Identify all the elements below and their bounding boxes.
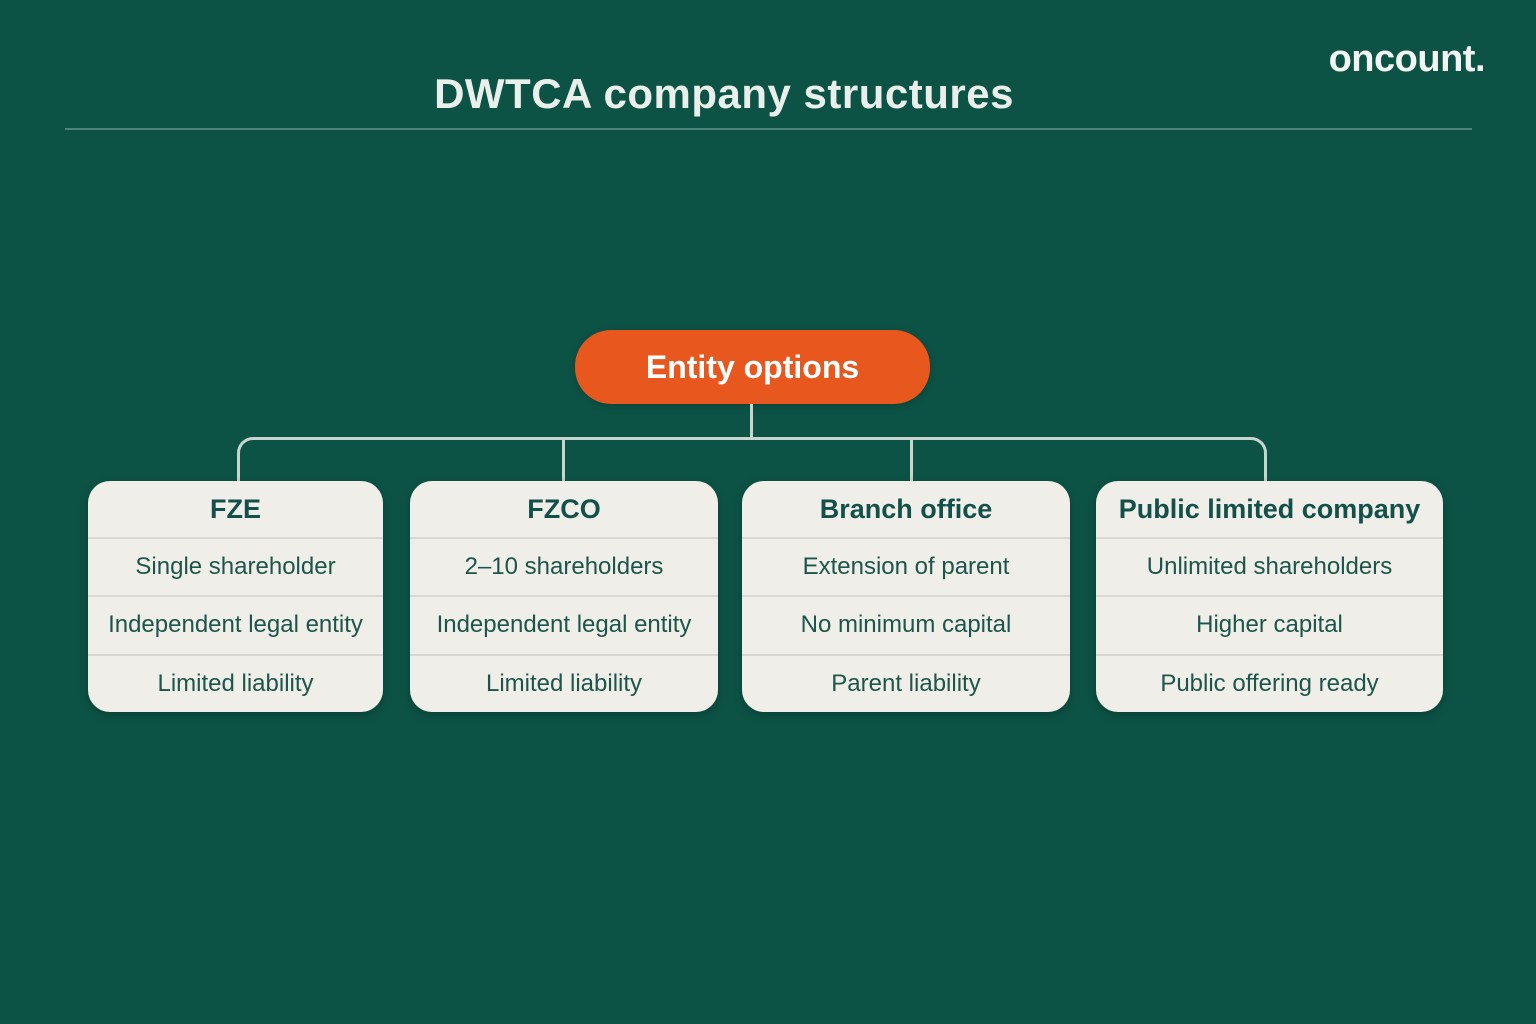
root-node-entity-options: Entity options: [575, 330, 930, 404]
entity-card-fze: FZE Single shareholder Independent legal…: [88, 481, 383, 712]
feature-row: No minimum capital: [742, 595, 1070, 653]
feature-row: Single shareholder: [88, 537, 383, 595]
connector-root-stub: [750, 404, 753, 437]
connector-bracket: [237, 437, 1267, 481]
connector-drop-fzco: [562, 439, 565, 481]
feature-row: Independent legal entity: [410, 595, 718, 653]
feature-row: Independent legal entity: [88, 595, 383, 653]
entity-card-title: FZCO: [527, 493, 601, 524]
root-node-label: Entity options: [645, 348, 860, 385]
entity-card-branch-office: Branch office Extension of parent No min…: [742, 481, 1070, 712]
entity-card-title: Public limited company: [1118, 493, 1421, 524]
feature-row: Limited liability: [410, 653, 718, 712]
page-title: DWTCA company structures: [434, 70, 1014, 117]
entity-card-public-limited-company: Public limited company Unlimited shareho…: [1096, 481, 1443, 712]
entity-card-title: Branch office: [819, 493, 993, 524]
feature-row: Parent liability: [742, 653, 1070, 712]
feature-row: 2–10 shareholders: [410, 537, 718, 595]
connector-drop-branch-office: [910, 439, 913, 481]
entity-card-fzco: FZCO 2–10 shareholders Independent legal…: [410, 481, 718, 712]
feature-row: Extension of parent: [742, 537, 1070, 595]
entity-card-title: FZE: [210, 493, 261, 524]
feature-row: Unlimited shareholders: [1096, 537, 1443, 595]
brand-logo: oncount.: [1328, 38, 1486, 80]
feature-row: Public offering ready: [1096, 653, 1443, 712]
feature-row: Limited liability: [88, 653, 383, 712]
feature-row: Higher capital: [1096, 595, 1443, 653]
header-divider: [65, 128, 1472, 130]
